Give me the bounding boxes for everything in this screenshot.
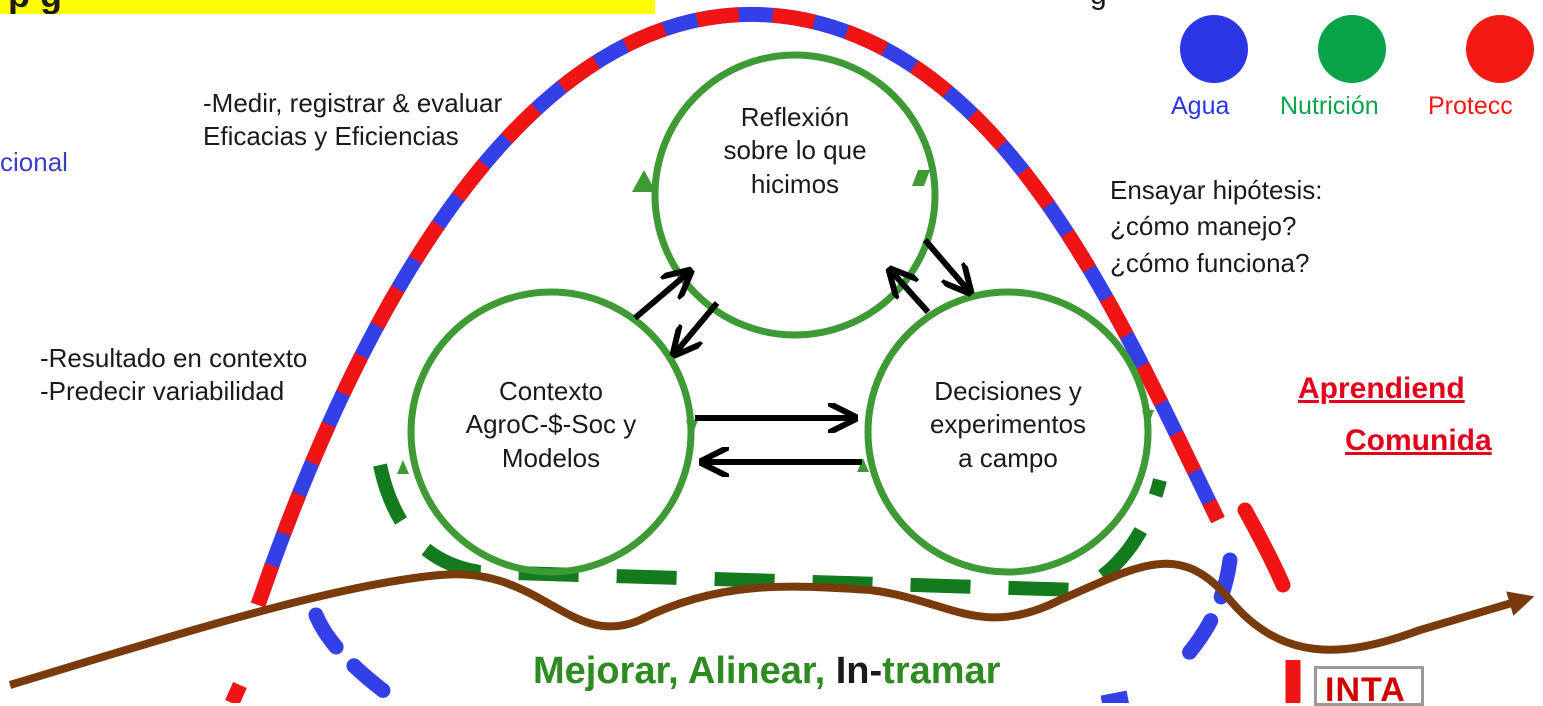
lower-dashed-loop-right xyxy=(1170,552,1238,673)
note-resultado: -Resultado en contexto -Predecir variabi… xyxy=(40,342,307,409)
trajectory-arrow xyxy=(8,559,1535,689)
inta-logo: INTA xyxy=(1314,666,1424,706)
note-ensayar-line: Ensayar hipótesis: xyxy=(1110,175,1323,205)
bottom-title-part2: In- xyxy=(835,650,883,692)
lower-dashed-loop-bottom xyxy=(1100,690,1129,703)
cycle-circle-reflexion xyxy=(651,51,939,339)
top-right-fragment: g xyxy=(1090,0,1107,12)
bottom-title: Mejorar, Alinear, In-tramar xyxy=(533,650,1000,693)
node-decisiones: Decisiones y experimentos a campo xyxy=(885,375,1131,475)
node-contexto-line: Modelos xyxy=(501,442,601,473)
note-ensayar-line: ¿cómo funciona? xyxy=(1110,247,1310,278)
triangle-outline-red xyxy=(250,6,1225,608)
bottom-title-part3: tramar xyxy=(882,650,1001,692)
left-fragment: cional xyxy=(0,147,68,177)
node-reflexion-line: sobre lo que xyxy=(723,135,867,166)
arrow-reflexion-to-decisiones xyxy=(922,238,968,290)
note-medir-line: Eficacias y Eficiencias xyxy=(203,121,459,152)
legend-dot-nutricion xyxy=(1318,15,1386,83)
cycle-arrowhead xyxy=(632,170,656,192)
cycle-arrowhead xyxy=(397,460,409,474)
lower-dashed-loop-blue xyxy=(308,607,393,700)
title-strip: p g xyxy=(0,0,655,14)
arrow-reflexion-to-contexto xyxy=(676,301,720,352)
red-dash-bottom-left xyxy=(225,681,247,703)
red-dash-right-lower xyxy=(1237,502,1291,593)
cycle-arrowhead xyxy=(1142,410,1154,426)
legend-label-nutricion: Nutrición xyxy=(1280,92,1379,120)
legend-dot-proteccion xyxy=(1466,15,1534,83)
title-fragment: p g xyxy=(8,0,62,14)
cycle-arrowhead xyxy=(857,458,869,472)
arrow-contexto-to-reflexion xyxy=(633,273,688,321)
node-reflexion-line: hicimos xyxy=(750,168,840,199)
cycle-arrowhead xyxy=(686,420,698,436)
node-decisiones-line: experimentos xyxy=(929,409,1087,440)
legend-label-agua: Agua xyxy=(1171,92,1230,120)
legend-label-proteccion: Protecc xyxy=(1428,92,1513,120)
inta-logo-text: INTA xyxy=(1325,671,1406,706)
note-medir-line: -Medir, registrar & evaluar xyxy=(203,88,503,118)
node-reflexion-line: Reflexión xyxy=(740,102,850,132)
node-contexto-line: Contexto xyxy=(498,376,604,406)
note-resultado-line: -Resultado en contexto xyxy=(40,343,308,373)
note-ensayar: Ensayar hipótesis: ¿cómo manejo? ¿cómo f… xyxy=(1110,172,1322,281)
arrow-decisiones-to-reflexion xyxy=(892,272,931,315)
cycle-circle-decisiones xyxy=(864,288,1152,576)
node-contexto: Contexto AgroC-$-Soc y Modelos xyxy=(428,375,674,475)
node-decisiones-line: Decisiones y xyxy=(934,376,1082,406)
bottom-title-part1: Mejorar, Alinear, xyxy=(533,650,836,692)
node-contexto-line: AgroC-$-Soc y xyxy=(465,409,637,440)
node-decisiones-line: a campo xyxy=(958,442,1058,473)
learning-line-1: Aprendiend xyxy=(1298,372,1465,405)
note-ensayar-line: ¿cómo manejo? xyxy=(1110,211,1297,242)
node-reflexion: Reflexión sobre lo que hicimos xyxy=(682,101,908,201)
green-dashed-arc xyxy=(373,463,1167,598)
note-medir: -Medir, registrar & evaluar Eficacias y … xyxy=(203,87,502,154)
note-resultado-line: -Predecir variabilidad xyxy=(40,376,285,407)
legend-dot-agua xyxy=(1180,15,1248,83)
learning-line-2: Comunida xyxy=(1345,424,1492,457)
cycle-arrowhead xyxy=(912,170,930,186)
